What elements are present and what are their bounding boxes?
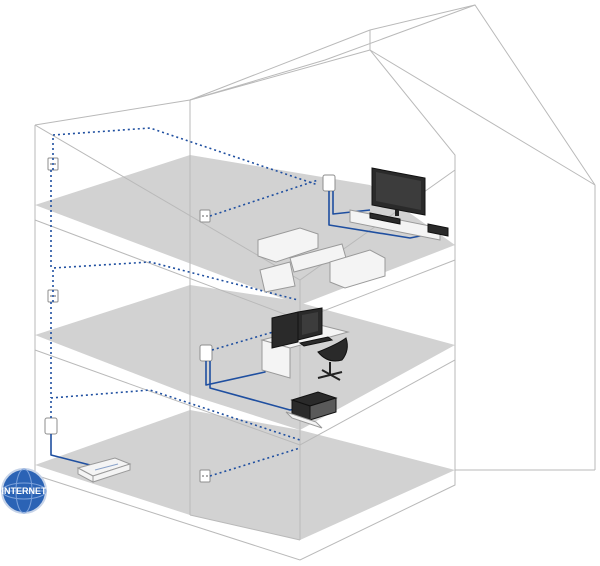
set-top-box-icon	[349, 209, 449, 241]
wall-socket-icon	[199, 209, 211, 223]
wall-socket-icon	[199, 469, 211, 483]
internet-badge: INTERNET	[1, 468, 48, 514]
globe-icon	[1, 468, 47, 514]
printer-icon	[285, 391, 338, 429]
tv-icon	[371, 167, 426, 216]
powerline-adapter-icon	[199, 344, 213, 362]
powerline-adapter-icon	[322, 174, 336, 192]
powerline-paths	[50, 127, 319, 477]
sofa-icon	[257, 227, 386, 293]
middle-floor	[35, 285, 455, 430]
powerline-adapter-icon	[44, 417, 58, 435]
office-chair-icon	[317, 337, 348, 381]
ground-floor	[35, 410, 455, 540]
router-icon	[76, 457, 132, 483]
internet-label: INTERNET	[2, 486, 48, 496]
computer-icon	[271, 307, 334, 349]
